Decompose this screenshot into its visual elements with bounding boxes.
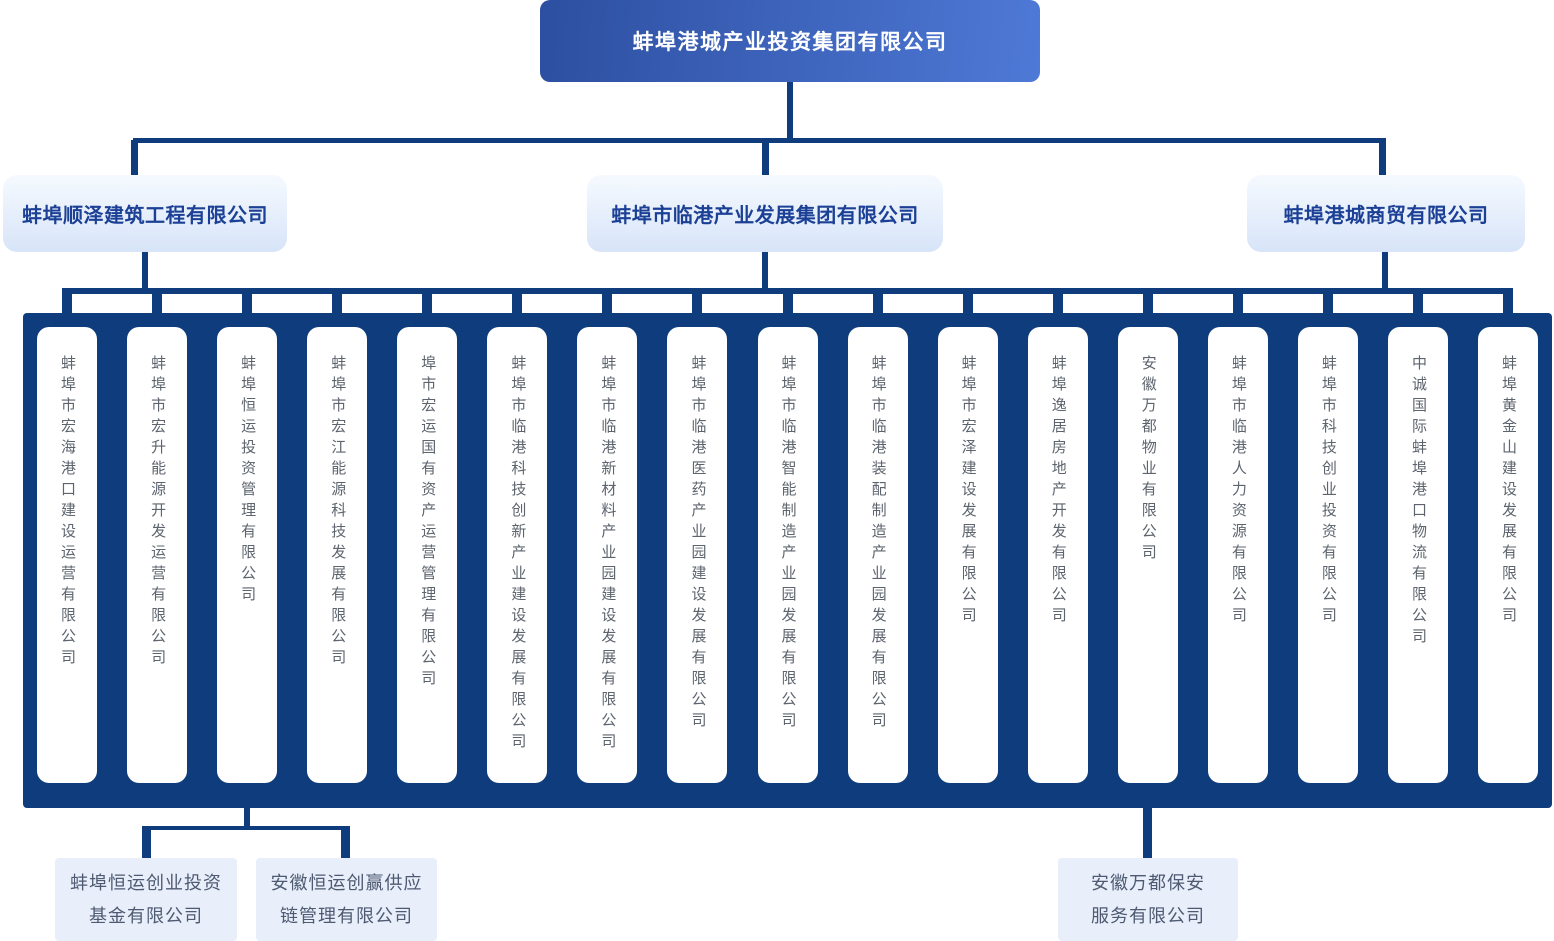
subsidiary-box: 蚌埠逸居房地产开发有限公司 bbox=[1027, 288, 1088, 783]
connector-drop-right bbox=[1379, 140, 1386, 175]
subsidiary-box: 蚌埠市宏升能源开发运营有限公司 bbox=[127, 288, 188, 783]
connector-level2-left-vertical bbox=[142, 252, 148, 292]
level4-box-baoan-service: 安徽万都保安 服务有限公司 bbox=[1058, 858, 1238, 941]
subsidiary-box: 蚌埠市临港装配制造产业园发展有限公司 bbox=[847, 288, 908, 783]
connector-level4-horizontal bbox=[146, 826, 348, 830]
root-company-box: 蚌埠港城产业投资集团有限公司 bbox=[540, 0, 1040, 82]
subsidiary-name: 蚌埠市临港人力资源有限公司 bbox=[1229, 355, 1247, 628]
connector-level4-drop-right bbox=[341, 826, 350, 858]
subsidiary-name: 安徽万都物业有限公司 bbox=[1139, 355, 1157, 565]
subsidiary-box: 蚌埠市临港人力资源有限公司 bbox=[1207, 288, 1268, 783]
subsidiary-box: 蚌埠黄金山建设发展有限公司 bbox=[1478, 288, 1538, 783]
subsidiary-name: 蚌埠市宏江能源科技发展有限公司 bbox=[329, 355, 347, 670]
level2-label: 蚌埠顺泽建筑工程有限公司 bbox=[22, 205, 268, 227]
subsidiary-box: 中诚国际蚌埠港口物流有限公司 bbox=[1387, 288, 1448, 783]
subsidiary-name: 蚌埠市临港新材料产业园建设发展有限公司 bbox=[599, 355, 617, 754]
level4-label-line1: 安徽恒运创赢供应 bbox=[270, 872, 423, 893]
level4-box-chuangying-supply: 安徽恒运创赢供应 链管理有限公司 bbox=[256, 858, 437, 941]
subsidiary-box: 蚌埠市临港医药产业园建设发展有限公司 bbox=[667, 288, 728, 783]
connector-level2-horizontal bbox=[133, 138, 1386, 143]
connector-drop-center bbox=[762, 140, 769, 175]
subsidiary-box: 蚌埠市科技创业投资有限公司 bbox=[1297, 288, 1358, 783]
subsidiary-name: 蚌埠市临港装配制造产业园发展有限公司 bbox=[869, 355, 887, 733]
connector-level2-center-vertical bbox=[762, 252, 768, 292]
subsidiary-name: 埠市宏运国有资产运营管理有限公司 bbox=[419, 355, 437, 691]
subsidiary-box: 蚌埠市临港新材料产业园建设发展有限公司 bbox=[577, 288, 638, 783]
subsidiary-name: 蚌埠市临港智能制造产业园发展有限公司 bbox=[779, 355, 797, 733]
subsidiary-name: 蚌埠市临港科技创新产业建设发展有限公司 bbox=[509, 355, 527, 754]
level4-box-chuangye-fund: 蚌埠恒运创业投资 基金有限公司 bbox=[55, 858, 237, 941]
subsidiary-name: 蚌埠恒运投资管理有限公司 bbox=[239, 355, 257, 607]
subsidiary-name: 蚌埠市科技创业投资有限公司 bbox=[1319, 355, 1337, 628]
subsidiary-name: 蚌埠市宏泽建设发展有限公司 bbox=[959, 355, 977, 628]
level2-label: 蚌埠市临港产业发展集团有限公司 bbox=[611, 205, 919, 227]
level4-label-line2: 服务有限公司 bbox=[1091, 905, 1205, 926]
connector-level2-right-vertical bbox=[1382, 252, 1388, 292]
subsidiary-name: 中诚国际蚌埠港口物流有限公司 bbox=[1409, 355, 1427, 649]
subsidiary-box: 蚌埠市宏海港口建设运营有限公司 bbox=[37, 288, 97, 783]
subsidiary-name: 蚌埠黄金山建设发展有限公司 bbox=[1500, 355, 1517, 628]
subsidiary-box: 蚌埠市临港科技创新产业建设发展有限公司 bbox=[487, 288, 548, 783]
level2-label: 蚌埠港城商贸有限公司 bbox=[1283, 205, 1489, 227]
subsidiary-box: 蚌埠市宏江能源科技发展有限公司 bbox=[307, 288, 368, 783]
subsidiary-box: 蚌埠市临港智能制造产业园发展有限公司 bbox=[757, 288, 818, 783]
level2-box-lingang-group: 蚌埠市临港产业发展集团有限公司 bbox=[587, 175, 943, 252]
subsidiaries-band: 蚌埠市宏海港口建设运营有限公司 蚌埠市宏升能源开发运营有限公司 蚌埠恒运投资管理… bbox=[23, 288, 1552, 808]
connector-hengyun-stub bbox=[244, 806, 250, 830]
subsidiary-name: 蚌埠市宏海港口建设运营有限公司 bbox=[59, 355, 76, 670]
subsidiary-name: 蚌埠市临港医药产业园建设发展有限公司 bbox=[689, 355, 707, 733]
level2-box-shangmao: 蚌埠港城商贸有限公司 bbox=[1247, 175, 1525, 252]
level4-label-line1: 蚌埠恒运创业投资 bbox=[70, 872, 222, 893]
connector-root-vertical bbox=[787, 82, 793, 143]
connector-drop-left bbox=[131, 140, 138, 175]
subsidiary-box: 蚌埠市宏泽建设发展有限公司 bbox=[937, 288, 998, 783]
level4-label-line1: 安徽万都保安 bbox=[1091, 872, 1205, 893]
subsidiary-box: 蚌埠恒运投资管理有限公司 bbox=[217, 288, 278, 783]
subsidiary-box: 安徽万都物业有限公司 bbox=[1117, 288, 1178, 783]
level4-label-line2: 链管理有限公司 bbox=[280, 905, 413, 926]
connector-level4-drop-left bbox=[142, 826, 151, 858]
subsidiary-box: 埠市宏运国有资产运营管理有限公司 bbox=[397, 288, 458, 783]
subsidiary-name: 蚌埠市宏升能源开发运营有限公司 bbox=[149, 355, 167, 670]
root-company-label: 蚌埠港城产业投资集团有限公司 bbox=[632, 31, 948, 54]
level4-label-line2: 基金有限公司 bbox=[89, 905, 203, 926]
connector-wandu-vertical bbox=[1143, 806, 1152, 858]
level2-box-shunze: 蚌埠顺泽建筑工程有限公司 bbox=[3, 175, 287, 252]
subsidiary-name: 蚌埠逸居房地产开发有限公司 bbox=[1049, 355, 1067, 628]
